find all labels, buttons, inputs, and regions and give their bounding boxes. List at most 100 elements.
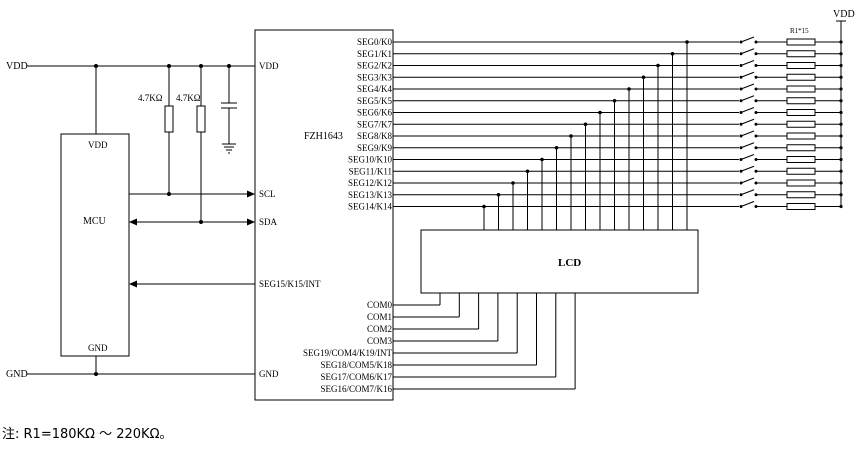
seg-junction (554, 145, 559, 150)
mcu-label: MCU (83, 216, 107, 227)
sda-junction (199, 220, 203, 224)
switch-blade-icon (740, 201, 755, 207)
seg-pin-label: SEG1/K1 (357, 49, 392, 59)
segment-wiring (393, 30, 843, 230)
switch-blade-icon (740, 118, 755, 125)
scan-resistor (786, 179, 816, 187)
switch-blade-icon (740, 165, 755, 172)
mcu-block (60, 133, 130, 357)
mcu-gnd-pin: GND (88, 343, 108, 353)
com-wiring (393, 293, 576, 390)
seg-pin-label: SEG13/K13 (348, 190, 393, 200)
chip-pin-scl: SCL (259, 189, 276, 199)
seg-pin-label: SEG4/K4 (357, 84, 393, 94)
seg-junction (525, 169, 530, 174)
scan-resistor (786, 85, 816, 93)
pullup-label-sda: 4.7KΩ (176, 93, 201, 103)
footnote: 注: R1=180KΩ ～ 220KΩ。 (2, 427, 173, 442)
lcd-label: LCD (558, 257, 581, 269)
scan-resistor (786, 203, 816, 210)
com-pin-label: SEG18/COM5/K18 (320, 360, 392, 370)
seg-pin-label: SEG6/K6 (357, 108, 393, 118)
seg-pin-label: SEG3/K3 (357, 72, 393, 82)
sda-arrow-right-icon (247, 218, 255, 226)
com-pin-label: COM2 (367, 324, 392, 334)
chip-pin-gnd: GND (259, 369, 279, 379)
scan-resistor (786, 120, 816, 128)
switch-blade-icon (740, 142, 755, 149)
seg-junction (670, 51, 675, 56)
scan-resistor (786, 38, 816, 46)
seg-pin-label: SEG2/K2 (357, 61, 392, 71)
scan-resistor (786, 97, 816, 105)
chip-pin-int: SEG15/K15/INT (259, 279, 321, 289)
seg-pin-label: SEG10/K10 (348, 155, 393, 165)
switch-blade-icon (740, 60, 755, 66)
seg-junction (482, 204, 486, 209)
seg-pin-label: SEG9/K9 (357, 143, 393, 153)
seg-pin-labels: SEG0/K0SEG1/K1SEG2/K2SEG3/K3SEG4/K4SEG5/… (348, 37, 393, 212)
com-pin-label: SEG19/COM4/K19/INT (303, 348, 393, 358)
scan-resistor (786, 144, 816, 152)
scan-resistor (786, 50, 816, 58)
seg-junction (685, 40, 689, 44)
resistor-array-label: R1*15 (790, 27, 809, 35)
scan-resistor (786, 132, 816, 140)
sda-arrow-left-icon (129, 218, 137, 226)
lcd-panel (420, 229, 699, 294)
switch-blade-icon (740, 177, 755, 184)
scan-resistor (786, 156, 816, 163)
seg-junction (540, 157, 544, 162)
scl-arrow-icon (247, 190, 255, 198)
switch-blade-icon (740, 48, 755, 55)
pullup-resistor-scl (164, 105, 174, 133)
scl-junction (167, 192, 171, 196)
seg-pin-label: SEG7/K7 (357, 119, 393, 129)
seg-pin-label: SEG5/K5 (357, 96, 393, 106)
switch-blade-icon (740, 189, 755, 196)
seg-junction (496, 192, 501, 197)
gnd-label-left: GND (6, 369, 28, 380)
seg-junction (598, 110, 602, 115)
switch-blade-icon (740, 130, 755, 137)
pullup-label-scl: 4.7KΩ (138, 93, 163, 103)
switch-blade-icon (740, 36, 755, 43)
switch-blade-icon (740, 83, 755, 90)
com-pin-label: COM3 (367, 336, 393, 346)
seg-pin-label: SEG12/K12 (348, 178, 392, 188)
com-pin-label: SEG16/COM7/K16 (320, 384, 392, 394)
seg-junction (656, 63, 660, 68)
switch-blade-icon (740, 71, 755, 78)
switch-blade-icon (740, 95, 755, 102)
vdd-label-right: VDD (833, 9, 855, 20)
scan-resistor (786, 62, 816, 69)
seg-junction (569, 134, 573, 138)
chip-pin-sda: SDA (259, 217, 278, 227)
scan-resistor (786, 167, 816, 175)
com-pin-label: SEG17/COM6/K17 (320, 372, 392, 382)
pullup-resistor-sda (196, 105, 206, 133)
seg-pin-label: SEG11/K11 (349, 166, 392, 176)
seg-junction (612, 98, 617, 103)
chip-name: FZH1643 (304, 131, 343, 142)
switch-blade-icon (740, 107, 755, 113)
chip-pin-vdd: VDD (259, 61, 279, 71)
mcu-vdd-pin: VDD (88, 140, 108, 150)
scan-resistor (786, 191, 816, 199)
fzh1643-chip (254, 29, 394, 401)
seg-pin-label: SEG0/K0 (357, 37, 393, 47)
scan-resistor (786, 109, 816, 116)
seg-junction (583, 122, 588, 127)
int-arrow-icon (129, 280, 137, 288)
com-pin-label: COM0 (367, 300, 393, 310)
seg-pin-label: SEG8/K8 (357, 131, 393, 141)
switch-blade-icon (740, 154, 755, 160)
seg-junction (641, 75, 646, 80)
ground-symbol-icon (222, 143, 236, 154)
seg-junction (627, 87, 631, 91)
vdd-label-left: VDD (6, 61, 28, 72)
seg-junction (511, 181, 515, 185)
seg-pin-label: SEG14/K14 (348, 202, 393, 212)
com-pin-label: COM1 (367, 312, 392, 322)
